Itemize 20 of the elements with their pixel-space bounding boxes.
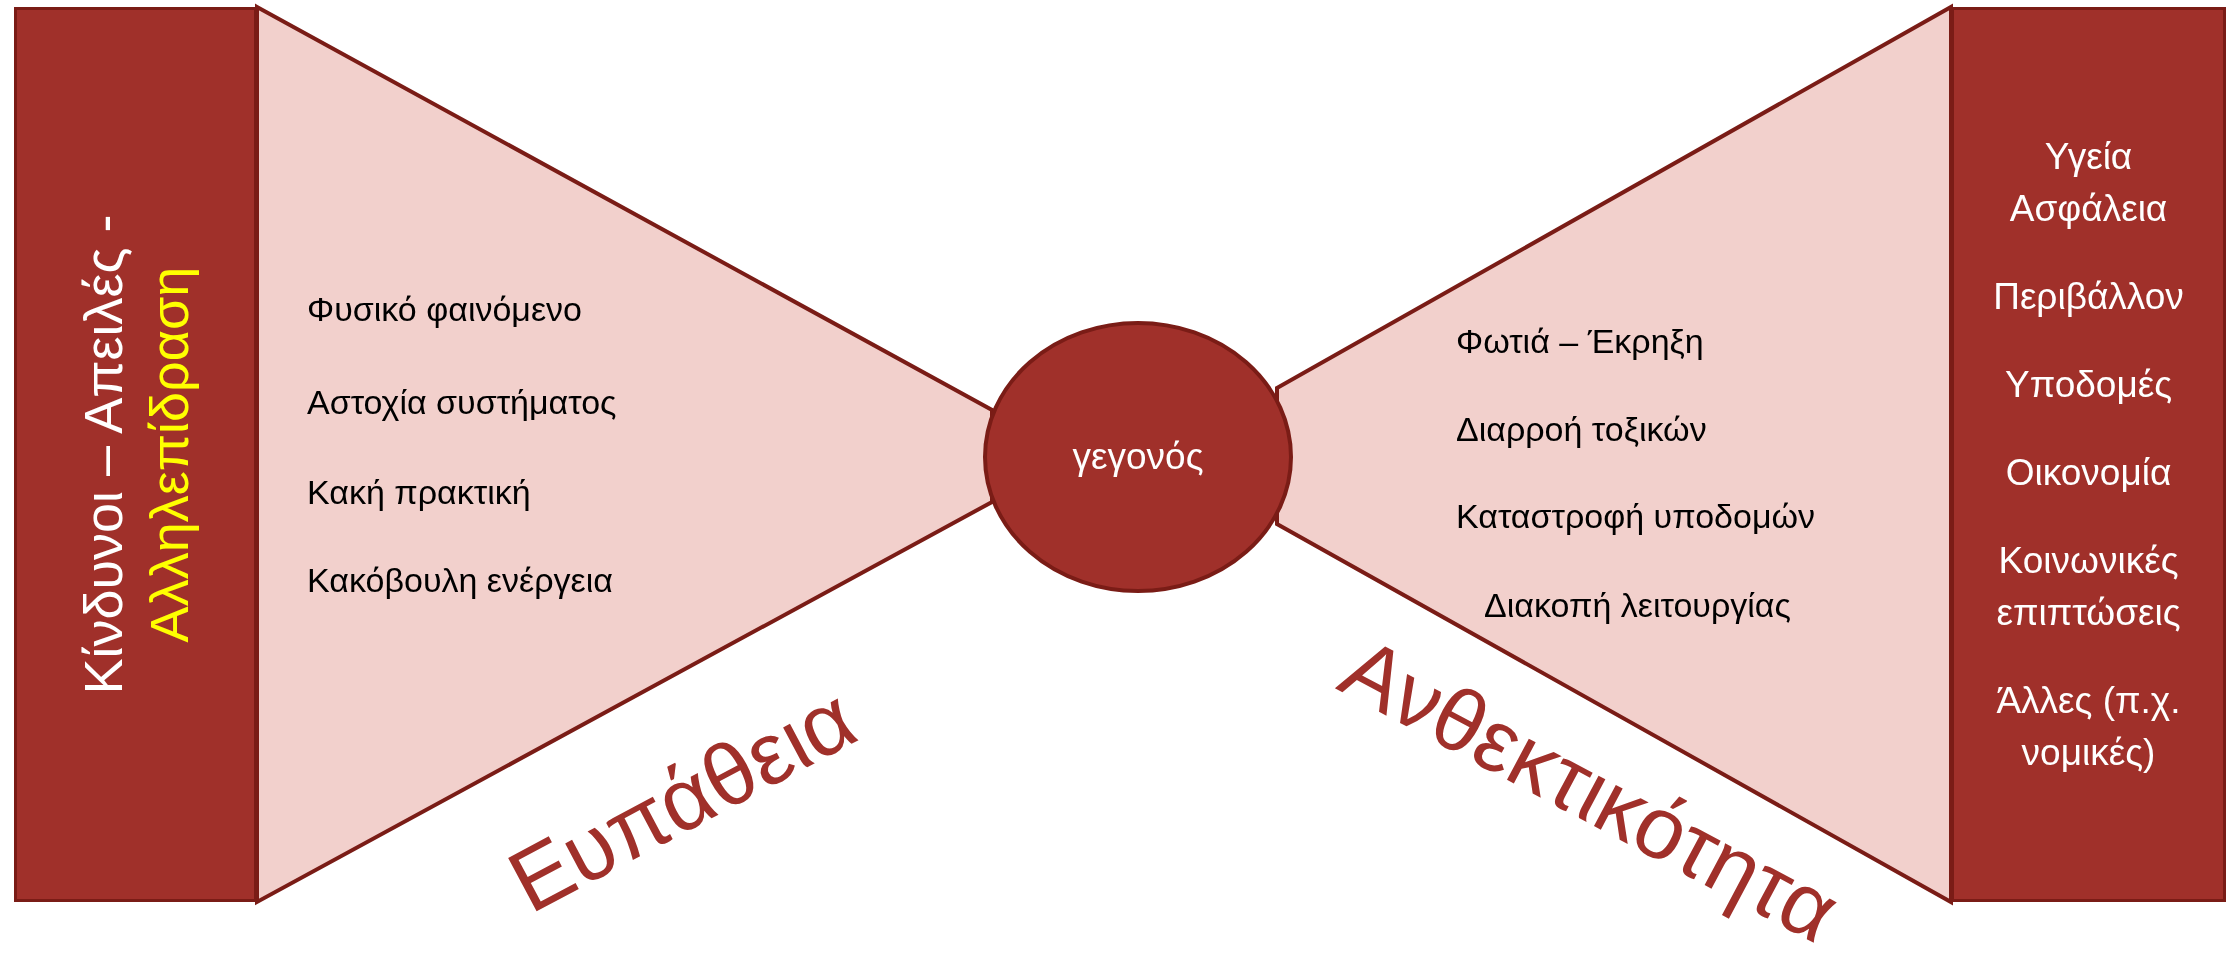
panel-label: Οικονομία <box>2004 450 2173 495</box>
list-item: Καταστροφή υποδομών <box>1456 497 1816 536</box>
panel-label: Περιβάλλον <box>1992 274 2185 319</box>
list-item: Κακή πρακτική <box>307 473 531 512</box>
list-item: Κακόβουλη ενέργεια <box>307 561 613 600</box>
panel-label: Άλλες (π.χ. νομικές) <box>1995 678 2182 775</box>
panel-label: Κίνδυνοι – Απειλές - <box>71 214 134 695</box>
panel-label: Υποδομές <box>2003 362 2174 407</box>
event-circle <box>983 321 1293 593</box>
side-panel <box>1951 7 2226 902</box>
list-item: Διαρροή τοξικών <box>1456 410 1707 449</box>
circle-label: γεγονός <box>1072 436 1204 478</box>
side-panel <box>14 7 257 902</box>
list-item: Διακοπή λειτουργίας <box>1484 586 1791 625</box>
list-item: Αστοχία συστήματος <box>307 383 617 422</box>
panel-label: Κοινωνικές επιπτώσεις <box>1995 538 2182 635</box>
list-item: Φωτιά – Έκρηξη <box>1456 322 1704 361</box>
panel-label: Υγεία Ασφάλεια <box>2008 134 2169 231</box>
panel-label: Αλληλεπίδραση <box>137 266 200 643</box>
list-item: Φυσικό φαινόμενο <box>307 290 583 329</box>
